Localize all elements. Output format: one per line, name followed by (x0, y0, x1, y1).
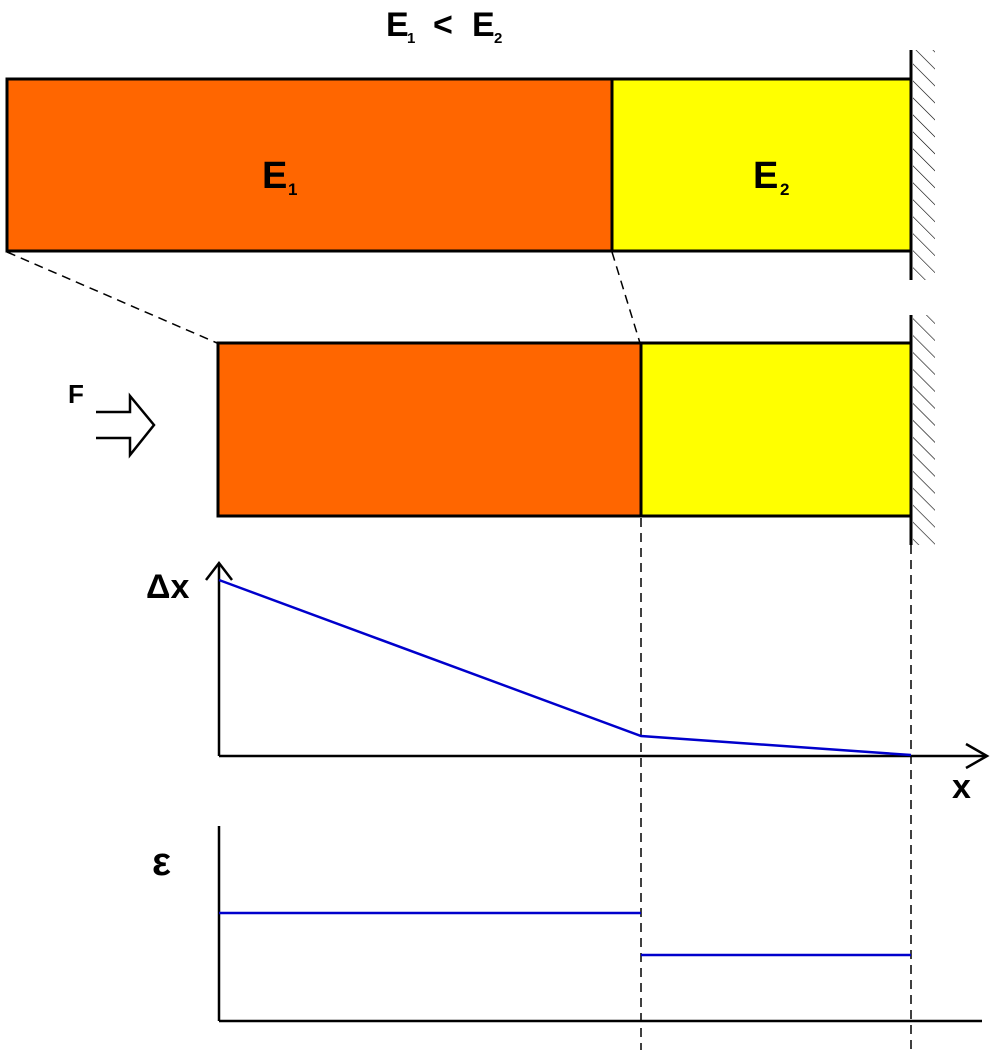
title-relation-symbol: < (433, 6, 453, 44)
material-e1-subscript: 1 (288, 180, 297, 199)
strain-graph: ε (152, 826, 982, 1023)
displacement-x-label: x (952, 768, 971, 806)
undeformed-segment-e2 (610, 77, 913, 253)
displacement-y-axis-arrowhead (205, 560, 233, 581)
displacement-curve (218, 578, 912, 757)
guide-lines (640, 518, 912, 1050)
material-e2-label: E (753, 155, 778, 197)
undeformed-bar: E 1 E 2 (5, 77, 913, 253)
title-e1-subscript: 1 (407, 30, 415, 47)
compressed-segment-e2 (639, 341, 913, 518)
force-arrow: F (68, 379, 156, 459)
title-e2-symbol: E (472, 6, 495, 44)
displacement-x-axis-arrowhead (965, 742, 990, 770)
displacement-graph: Δx x (146, 560, 990, 806)
top-wall-support (909, 50, 935, 280)
projection-lines (6, 251, 641, 344)
top-wall-hatching (913, 50, 935, 280)
title-e2-subscript: 2 (494, 30, 502, 47)
strain-y-label: ε (152, 840, 171, 884)
title-e1-symbol: E (386, 6, 409, 44)
undeformed-segment-e1 (5, 77, 614, 253)
compressed-bar (216, 341, 913, 518)
middle-wall-support (909, 315, 935, 545)
compressed-segment-e1 (216, 341, 643, 518)
middle-wall-hatching (913, 315, 935, 545)
force-label: F (68, 379, 84, 409)
projection-line-left (6, 251, 218, 344)
displacement-y-label: Δx (146, 568, 189, 606)
title-relation: E 1 < E 2 (386, 6, 502, 47)
projection-line-interface (611, 251, 641, 344)
force-arrow-icon (96, 392, 156, 459)
material-e2-subscript: 2 (780, 180, 789, 199)
material-e1-label: E (262, 155, 287, 197)
